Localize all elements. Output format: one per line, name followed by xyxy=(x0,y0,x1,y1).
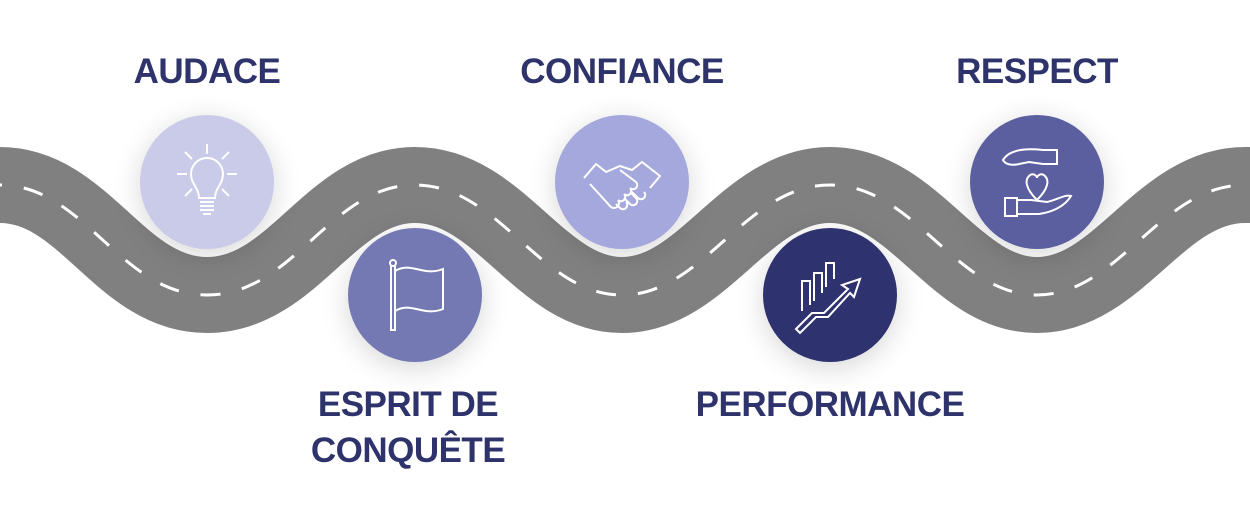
label-line: CONQUÊTE xyxy=(310,431,506,470)
audace-circle xyxy=(140,115,274,249)
label-audace: AUDACE xyxy=(133,52,281,91)
flag-icon xyxy=(389,259,444,331)
lightbulb-icon xyxy=(177,144,237,215)
label-esprit-de-conquete: ESPRIT DE CONQUÊTE xyxy=(248,382,568,474)
handshake-icon xyxy=(583,160,662,211)
hands-heart-icon xyxy=(1001,148,1073,217)
growth-chart-icon xyxy=(794,262,862,335)
label-confiance: CONFIANCE xyxy=(520,52,724,91)
esprit-de-conquete-circle xyxy=(348,228,482,362)
label-line: ESPRIT DE xyxy=(317,385,499,424)
respect-circle xyxy=(970,115,1104,249)
confiance-circle xyxy=(555,115,689,249)
label-respect: RESPECT xyxy=(956,52,1118,91)
label-performance: PERFORMANCE xyxy=(695,385,965,424)
road-center-line xyxy=(0,183,1250,297)
performance-circle xyxy=(763,228,897,362)
